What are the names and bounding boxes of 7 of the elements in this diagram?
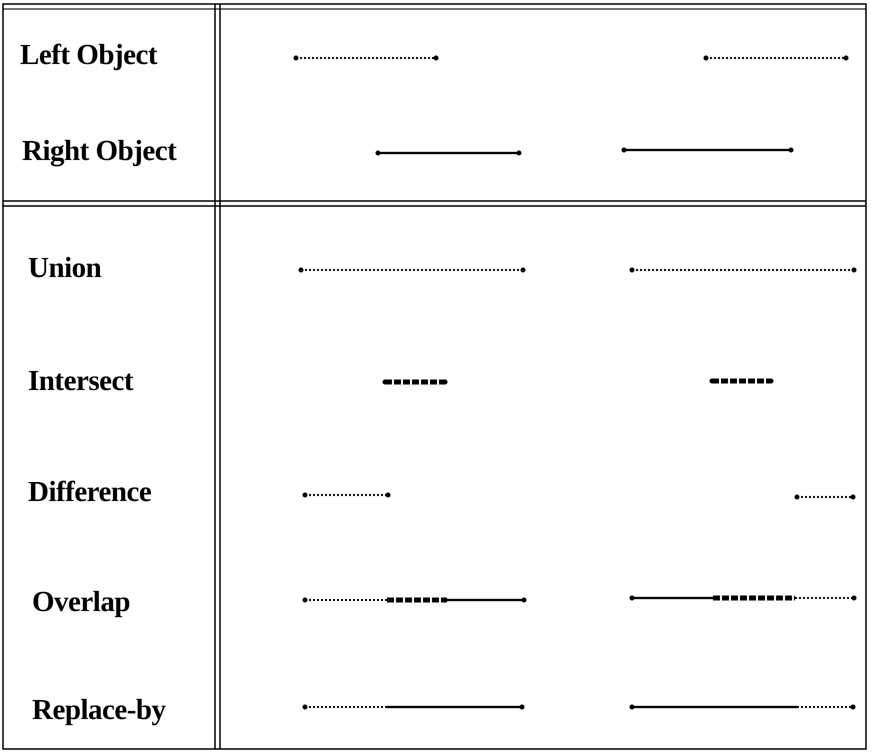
row-label: Intersect (28, 367, 134, 396)
row-label: Overlap (32, 588, 130, 617)
row-label: Replace-by (32, 696, 166, 725)
row-label: Union (28, 254, 102, 283)
row-label: Left Object (20, 41, 158, 70)
row-label: Right Object (22, 137, 176, 166)
row-label: Difference (28, 478, 152, 507)
